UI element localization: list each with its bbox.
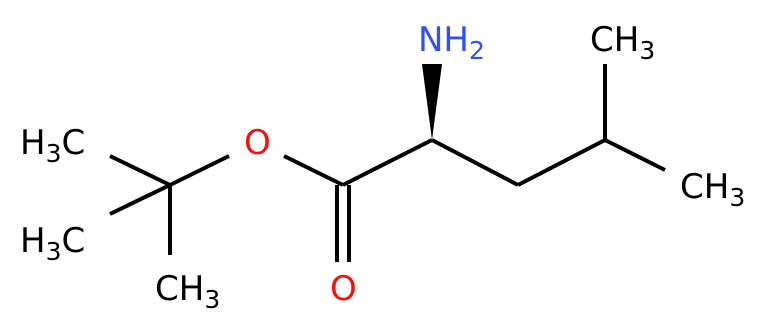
bond-alpha-amine-wedge xyxy=(422,64,442,140)
methyl-right-label: CH3 xyxy=(680,167,745,212)
bond-ch-methyl-right xyxy=(604,138,666,172)
bond-tbu-ester-oxygen xyxy=(169,154,230,187)
bond-ester-oxygen-carbonyl xyxy=(283,154,344,187)
amine-label: NH2 xyxy=(418,20,485,65)
bond-carbonyl-alpha xyxy=(342,138,433,187)
bond-tbu-methyl-upper xyxy=(109,154,171,187)
label-layer: NH2 CH3 CH3 O O H3C H3C CH3 xyxy=(20,20,745,314)
tbu-methyl-lower-label: H3C xyxy=(20,221,85,266)
tbu-methyl-upper-label: H3C xyxy=(20,123,85,168)
carbonyl-oxygen-label: O xyxy=(330,269,357,309)
ester-oxygen-label: O xyxy=(244,123,271,163)
methyl-top-label: CH3 xyxy=(590,20,655,65)
bond-tbu-methyl-lower xyxy=(109,183,171,216)
bond-ch2-ch xyxy=(517,138,606,187)
bond-alpha-ch2 xyxy=(431,138,519,187)
tbu-methyl-bottom-label: CH3 xyxy=(155,269,220,314)
bond-layer xyxy=(109,64,666,262)
